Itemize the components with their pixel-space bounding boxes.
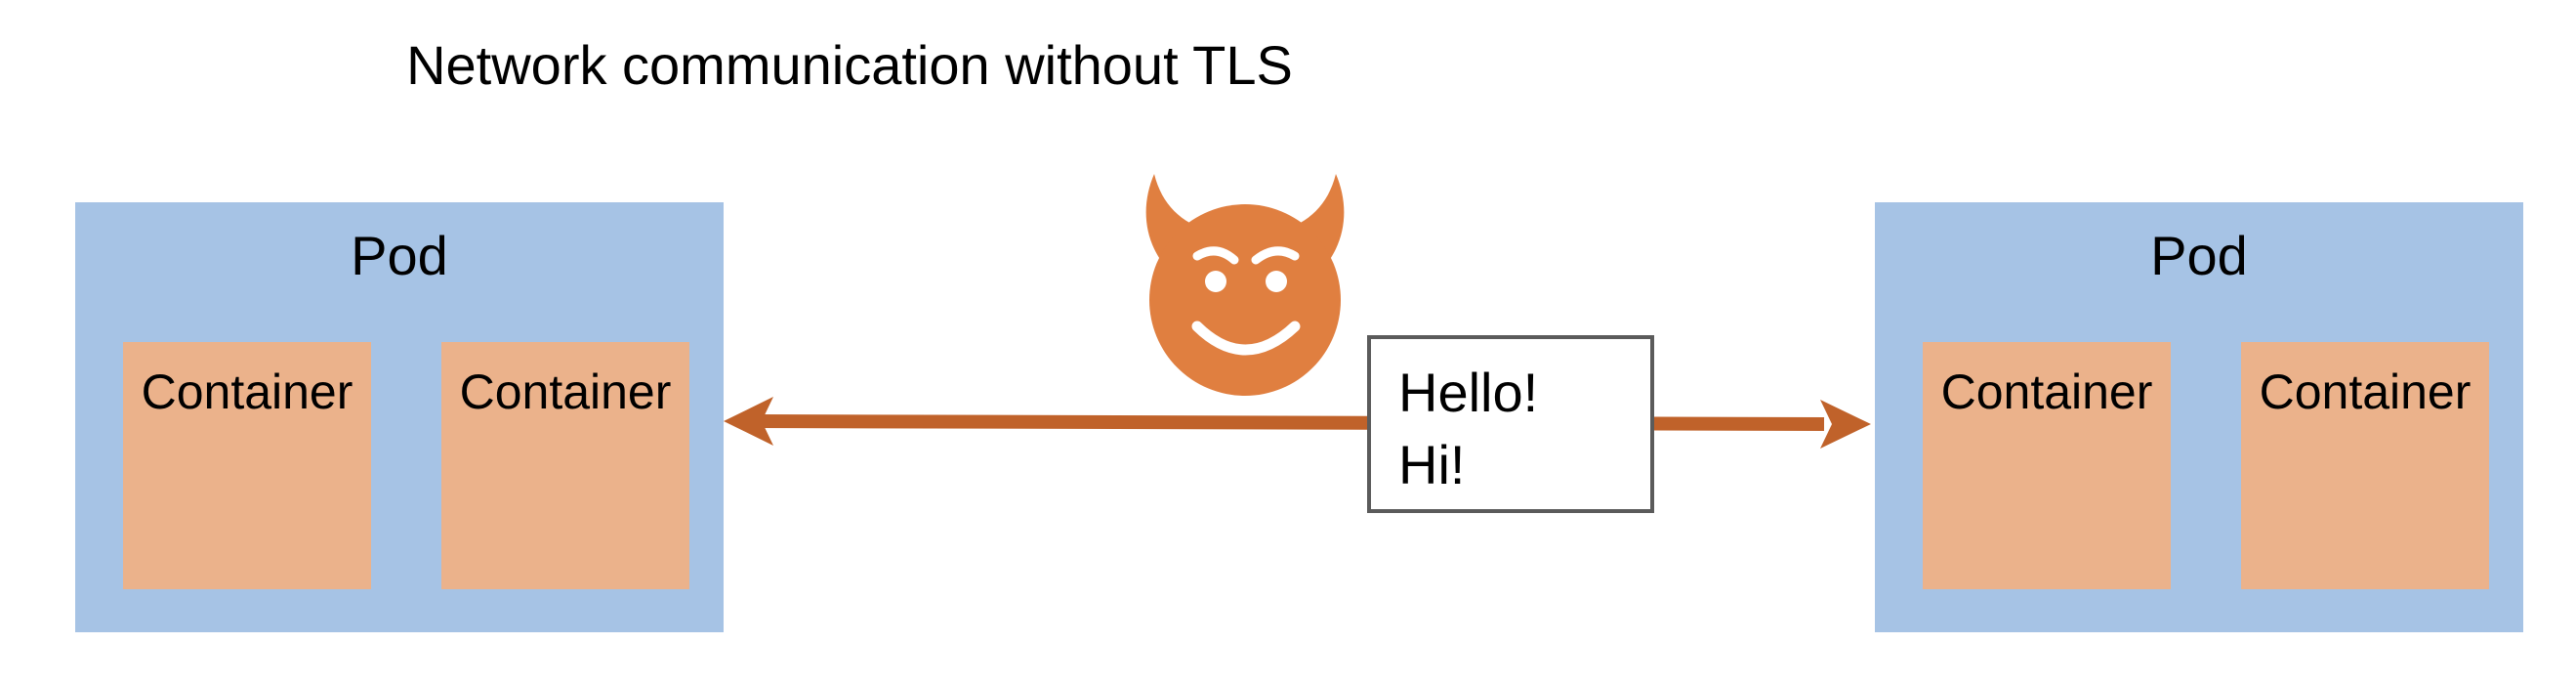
pod-left-label: Pod bbox=[351, 225, 448, 286]
pod-right-container-1: Container bbox=[1923, 342, 2171, 589]
pod-right-label: Pod bbox=[2150, 225, 2248, 286]
diagram-title: Network communication without TLS bbox=[406, 34, 1293, 96]
pod-left: Pod Container Container bbox=[75, 202, 724, 632]
pod-left-container-1: Container bbox=[123, 342, 371, 589]
arrow-head-right bbox=[1820, 400, 1871, 449]
message-box: Hello! Hi! bbox=[1367, 335, 1654, 513]
smiling-devil-icon bbox=[1145, 174, 1345, 396]
container-label: Container bbox=[2259, 364, 2472, 419]
arrow-shaft bbox=[756, 414, 1825, 431]
container-label: Container bbox=[459, 364, 672, 419]
pod-right: Pod Container Container bbox=[1875, 202, 2523, 632]
container-label: Container bbox=[141, 364, 353, 419]
pod-right-container-2: Container bbox=[2241, 342, 2489, 589]
message-line-1: Hello! bbox=[1398, 362, 1539, 423]
container-label: Container bbox=[1940, 364, 2153, 419]
message-line-2: Hi! bbox=[1398, 434, 1466, 495]
arrow-head-left bbox=[724, 397, 773, 446]
pod-left-container-2: Container bbox=[441, 342, 689, 589]
